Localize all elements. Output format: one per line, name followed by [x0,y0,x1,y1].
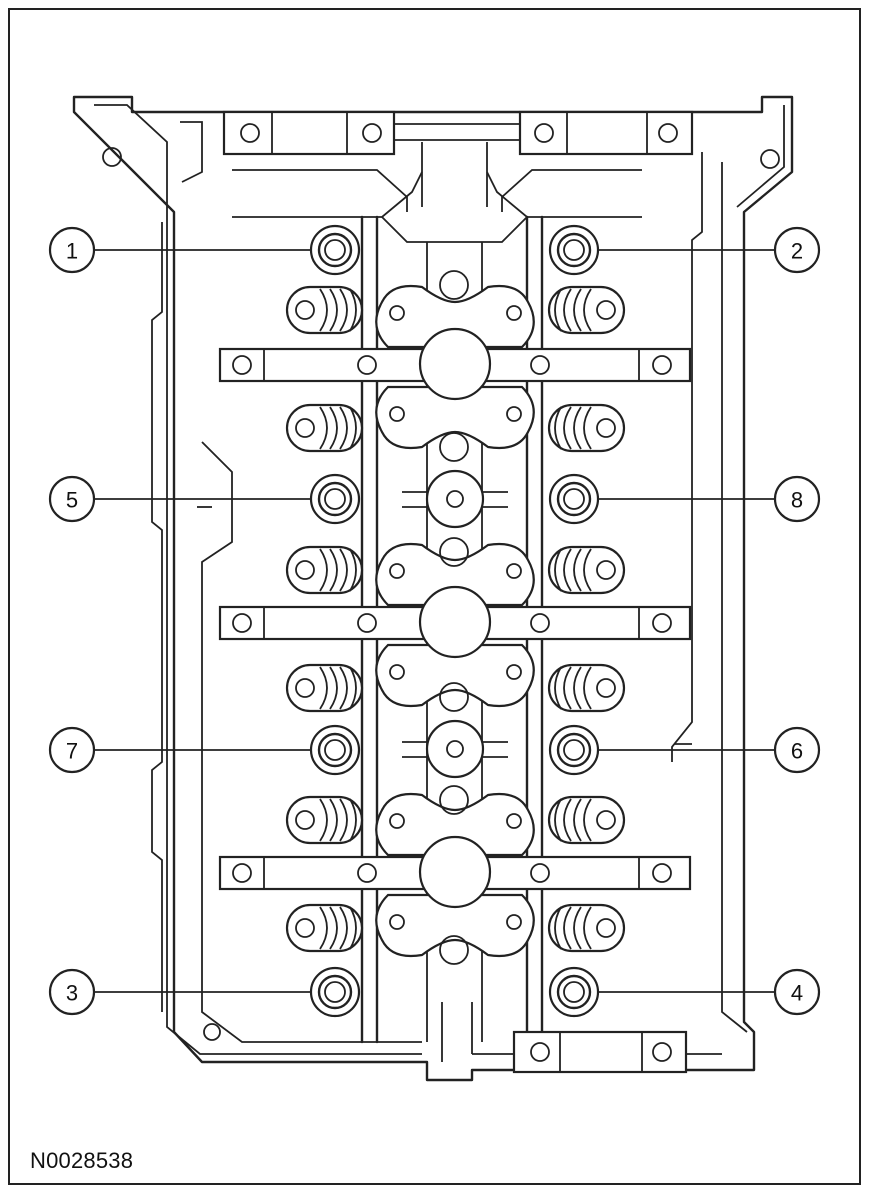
callout-5-label: 5 [66,488,78,513]
head-bolt-3 [309,966,361,1018]
figure-frame: 1 2 5 8 7 6 3 [8,8,861,1185]
callout-5: 5 [48,475,96,523]
head-bolt-4 [548,966,600,1018]
callout-2-label: 2 [791,239,803,264]
figure-id: N0028538 [30,1148,134,1173]
callout-1-label: 1 [66,239,78,264]
center-bosses [402,270,508,965]
head-bolt-6 [548,724,600,776]
head-bolt-2 [548,224,600,276]
head-bolt-5 [309,473,361,525]
callout-4: 4 [773,968,821,1016]
callout-3: 3 [48,968,96,1016]
callout-3-label: 3 [66,981,78,1006]
camshaft-bearing-caps [218,284,692,958]
leader-lines [92,249,774,993]
top-bosses [222,110,694,243]
callout-6-label: 6 [791,739,803,764]
callout-8: 8 [773,475,821,523]
valve-springs [285,285,626,953]
callout-4-label: 4 [791,981,803,1006]
bottom-boss [441,1002,722,1074]
callout-8-label: 8 [791,488,803,513]
head-outline [72,95,794,1082]
callout-7: 7 [48,726,96,774]
callout-2: 2 [773,226,821,274]
head-bolt-8 [548,473,600,525]
callouts: 1 2 5 8 7 6 3 [48,226,821,1016]
callout-1: 1 [48,226,96,274]
cylinder-head-diagram: 1 2 5 8 7 6 3 [48,95,821,1082]
head-bolt-1 [309,224,361,276]
callout-6: 6 [773,726,821,774]
head-bolt-7 [309,724,361,776]
callout-7-label: 7 [66,739,78,764]
